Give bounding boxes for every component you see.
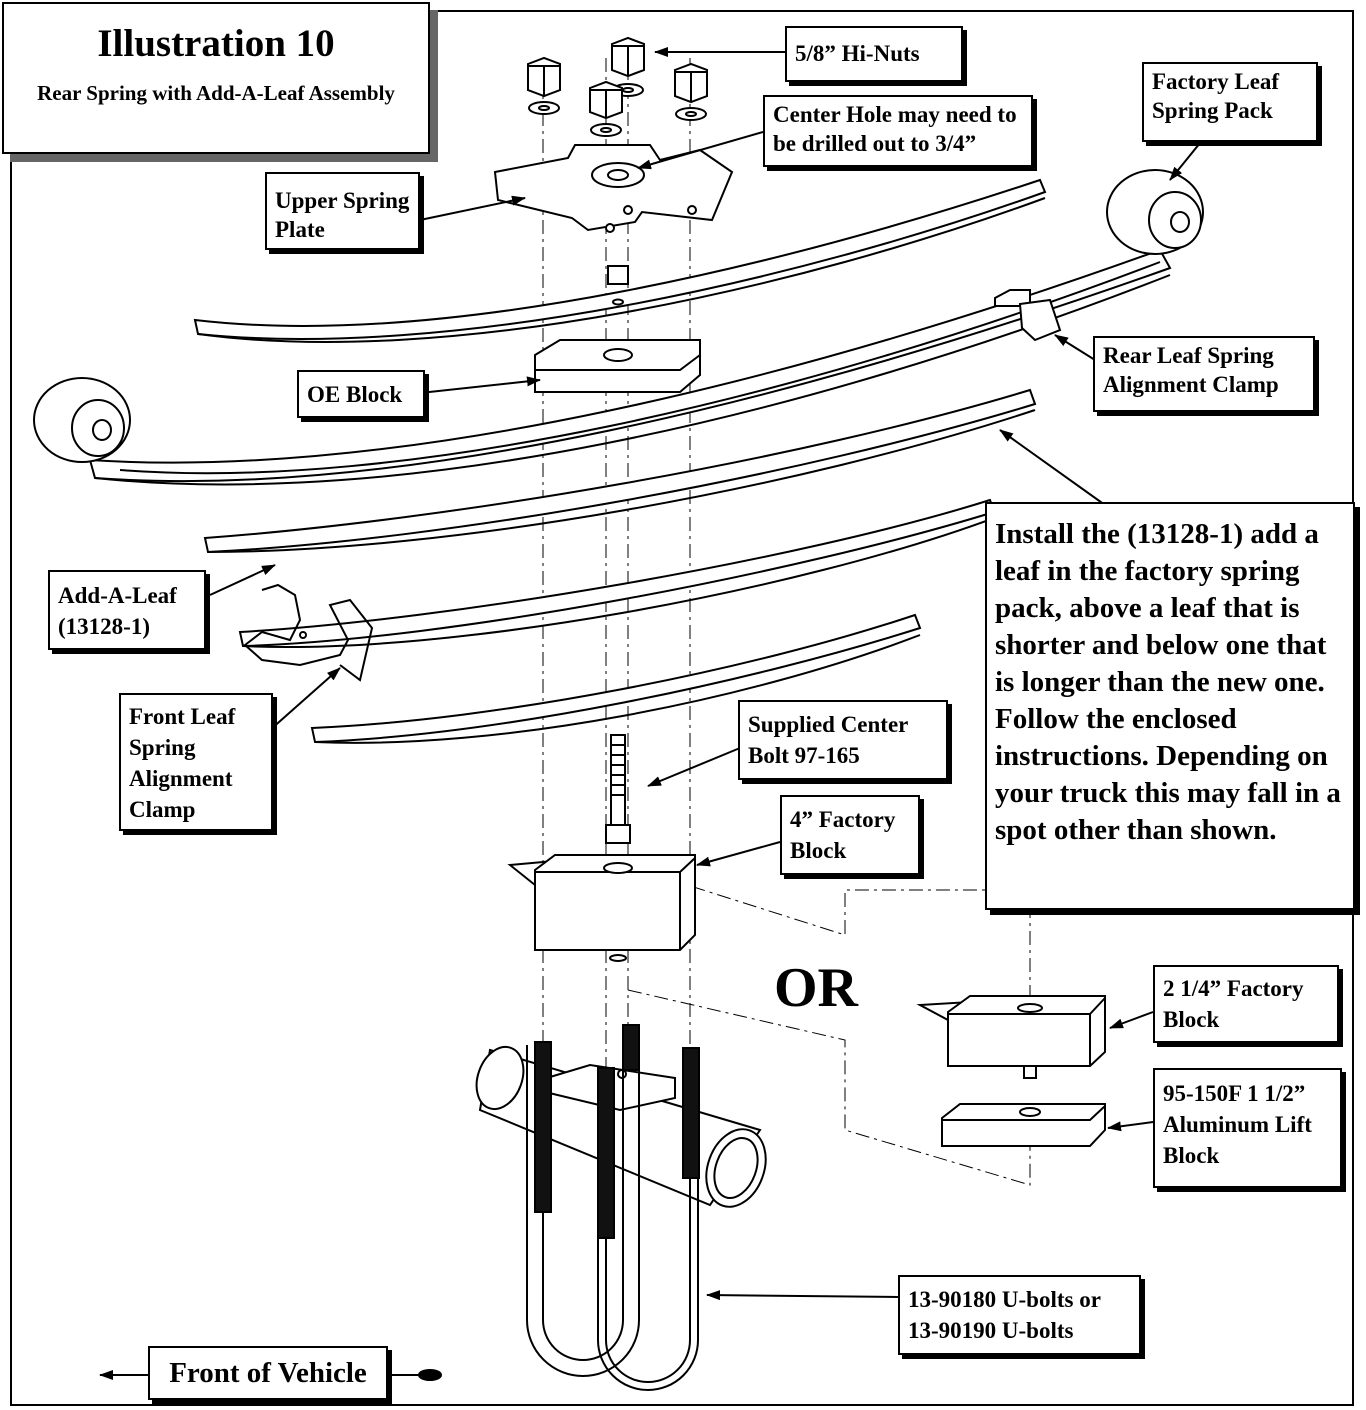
label-add-a-leaf: Add-A-Leaf (13128-1) [48,570,206,650]
front-of-vehicle-label: Front of Vehicle [148,1346,388,1400]
second-leaf [203,388,1037,554]
factory-leaf-spring-pack [33,169,1204,486]
hi-nut [527,56,561,115]
aluminum-lift-block [941,1103,1106,1147]
center-bolt-nut [607,265,629,306]
install-instructions: Install the (13128-1) add a leaf in the … [985,502,1355,910]
illustration-subtitle: Rear Spring with Add-A-Leaf Assembly [37,81,395,105]
illustration-title: Illustration 10 [97,22,335,65]
oe-block-shape [534,339,701,393]
or-separator: OR [774,957,858,1019]
leader-arrows [209,47,1201,1301]
label-two-quarter-block: 2 1/4” Factory Block [1153,965,1339,1043]
u-bolts-shape [526,1024,700,1391]
hi-nut [674,62,708,121]
label-upper-spring-plate: Upper Spring Plate [265,172,420,250]
hi-nuts-and-washers [527,36,708,137]
four-inch-factory-block [507,854,696,951]
label-four-inch-block: 4” Factory Block [780,795,920,875]
hi-nut [589,80,623,137]
label-factory-leaf-pack: Factory Leaf Spring Pack [1142,62,1318,142]
front-of-vehicle-arrow [99,1369,442,1381]
label-hi-nuts: 5/8” Hi-Nuts [785,26,963,82]
label-center-bolt: Supplied Center Bolt 97-165 [738,700,948,780]
title-box: Illustration 10 Rear Spring with Add-A-L… [2,2,430,154]
upper-leaf [193,178,1047,343]
label-u-bolts: 13-90180 U-bolts or 13-90190 U-bolts [898,1275,1141,1355]
bottom-leaf [310,613,922,744]
label-rear-alignment-clamp: Rear Leaf Spring Alignment Clamp [1093,336,1315,412]
label-oe-block: OE Block [297,370,425,418]
label-front-alignment-clamp: Front Leaf Spring Alignment Clamp [119,693,273,831]
upper-spring-plate [493,144,734,233]
supplied-center-bolt [605,734,631,962]
label-center-hole: Center Hole may need to be drilled out t… [763,95,1033,167]
two-quarter-factory-block [916,995,1106,1079]
label-lift-block: 95-150F 1 1/2” Aluminum Lift Block [1153,1068,1342,1188]
hi-nut [611,36,645,97]
